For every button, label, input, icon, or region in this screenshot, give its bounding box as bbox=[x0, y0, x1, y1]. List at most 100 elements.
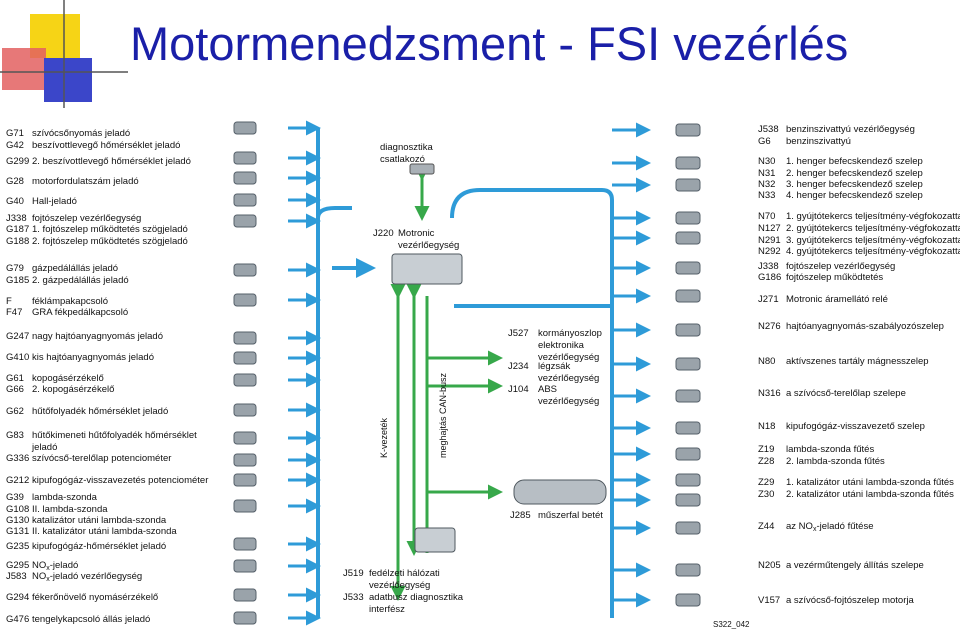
component-code: N32 bbox=[758, 179, 776, 190]
component-description: kipufogógáz-hőmérséklet jeladó bbox=[32, 541, 167, 552]
component-description: 2. lambda-szonda fűtés bbox=[786, 456, 885, 467]
component-description: II. katalizátor utáni lambda-szonda bbox=[32, 526, 177, 537]
component-description: 1. fojtószelep működtetés szögjeladó bbox=[32, 224, 188, 235]
sensor-component-icon bbox=[233, 431, 257, 445]
ecu-desc: Motronic vezérlőegység bbox=[398, 228, 460, 251]
sensor-component-icon bbox=[233, 121, 257, 135]
component-code: N33 bbox=[758, 190, 776, 201]
component-description: fojtószelep működtetés bbox=[786, 272, 884, 283]
component-description: Motronic áramellátó relé bbox=[786, 294, 888, 305]
component-code: V157 bbox=[758, 595, 781, 606]
subscript: x bbox=[46, 576, 50, 583]
component-code: N276 bbox=[758, 321, 781, 332]
component-code: G71 bbox=[6, 128, 24, 139]
deco-red-square bbox=[2, 48, 46, 90]
component-code: J338 bbox=[6, 213, 27, 224]
actuator-component-icon bbox=[675, 261, 701, 275]
sensor-component-icon bbox=[233, 473, 257, 487]
component-description: fojtószelep vezérlőegység bbox=[32, 213, 142, 224]
sensor-component-icon bbox=[233, 373, 257, 387]
component-description: lambda-szonda bbox=[32, 492, 97, 503]
component-description: 2. beszívottlevegő hőmérséklet jeladó bbox=[32, 156, 191, 167]
component-description: féklámpakapcsoló bbox=[32, 296, 109, 307]
sensor-component-icon bbox=[233, 151, 257, 165]
dashboard-code: J285 bbox=[510, 510, 531, 521]
component-code: G186 bbox=[758, 272, 782, 283]
actuator-component-icon bbox=[675, 156, 701, 170]
component-description: NOx-jeladó vezérlőegység bbox=[32, 571, 143, 583]
component-code: G410 bbox=[6, 352, 30, 363]
actuator-component-icon bbox=[675, 421, 701, 435]
actuator-component-icon bbox=[675, 323, 701, 337]
sensor-component-icon bbox=[233, 559, 257, 573]
sensor-component-icon bbox=[233, 611, 257, 625]
component-code: N205 bbox=[758, 560, 781, 571]
component-code: G79 bbox=[6, 263, 24, 274]
sensor-trunk bbox=[316, 128, 352, 618]
component-description: 2. henger befecskendező szelep bbox=[786, 168, 923, 179]
component-description: kopogásérzékelő bbox=[32, 373, 104, 384]
component-code: J583 bbox=[6, 571, 27, 582]
component-description: Hall-jeladó bbox=[32, 196, 77, 207]
component-description: 2. katalizátor utáni lambda-szonda fűtés bbox=[786, 489, 954, 500]
sensor-component-icon bbox=[233, 214, 257, 228]
k-line-label: K-vezeték bbox=[379, 417, 389, 458]
bus-unit-description: ABS vezérlőegység bbox=[538, 384, 600, 407]
component-description: az NOx-jeladó fűtése bbox=[786, 521, 874, 533]
component-description: kipufogógáz-visszavezetés potenciométer bbox=[32, 475, 209, 486]
component-description: motorfordulatszám jeladó bbox=[32, 176, 139, 187]
component-code: Z29 bbox=[758, 477, 775, 488]
subscript: x bbox=[46, 565, 50, 572]
sensor-component-icon bbox=[233, 403, 257, 417]
component-code: G235 bbox=[6, 541, 30, 552]
component-description: aktívszenes tartály mágnesszelep bbox=[786, 356, 929, 367]
sensor-component-icon bbox=[233, 499, 257, 513]
component-description: GRA fékpedálkapcsoló bbox=[32, 307, 129, 318]
slide-title: Motormenedzsment - FSI vezérlés bbox=[130, 17, 849, 70]
sensor-component-icon bbox=[233, 171, 257, 185]
sensor-component-icon bbox=[233, 331, 257, 345]
component-code: G61 bbox=[6, 373, 24, 384]
component-description: a szívócső-fojtószelep motorja bbox=[786, 595, 914, 606]
sensor-component-icon bbox=[233, 351, 257, 365]
bus-unit-code: J104 bbox=[508, 384, 529, 395]
sensor-component-icon bbox=[233, 537, 257, 551]
component-code: G336 bbox=[6, 453, 30, 464]
component-description: 2. gázpedálállás jeladó bbox=[32, 275, 129, 286]
actuator-component-icon bbox=[675, 231, 701, 245]
gateway-icon bbox=[414, 527, 456, 553]
component-description: gázpedálállás jeladó bbox=[32, 263, 119, 274]
gateway-code: J519 bbox=[343, 568, 364, 579]
component-code: G108 bbox=[6, 504, 30, 515]
component-description: fojtószelep vezérlőegység bbox=[786, 261, 896, 272]
actuator-component-icon bbox=[675, 593, 701, 607]
actuator-trunk bbox=[450, 188, 614, 618]
figure-code: S322_042 bbox=[713, 620, 750, 629]
component-code: N291 bbox=[758, 235, 781, 246]
component-description: hűtőkimeneti hűtőfolyadék hőmérséklet je… bbox=[32, 430, 197, 453]
component-description: 4. gyújtótekercs teljesítmény-végfokozat… bbox=[786, 246, 960, 257]
component-code: G40 bbox=[6, 196, 24, 207]
component-description: benzinszivattyú bbox=[786, 136, 851, 147]
component-code: G295 bbox=[6, 560, 30, 571]
actuator-component-icon bbox=[675, 473, 701, 487]
component-description: 2. gyújtótekercs teljesítmény-végfokozat… bbox=[786, 223, 960, 234]
bus-unit-description: kormányoszlop elektronika vezérlőegység bbox=[538, 328, 602, 363]
component-description: nagy hajtóanyagnyomás jeladó bbox=[32, 331, 163, 342]
component-description: II. lambda-szonda bbox=[32, 504, 108, 515]
component-description: katalizátor utáni lambda-szonda bbox=[32, 515, 167, 526]
bus-unit-code: J234 bbox=[508, 361, 529, 372]
diagnostics-connector bbox=[409, 163, 435, 175]
actuator-component-icon bbox=[675, 447, 701, 461]
actuator-component-icon bbox=[675, 521, 701, 535]
sensor-component-icon bbox=[233, 588, 257, 602]
component-description: NOx-jeladó bbox=[32, 560, 79, 572]
component-description: hajtóanyagnyomás-szabályozószelep bbox=[786, 321, 944, 332]
component-code: G294 bbox=[6, 592, 30, 603]
diag-interface-desc: adatbusz diagnosztika interfész bbox=[369, 592, 464, 615]
component-code: G28 bbox=[6, 176, 24, 187]
component-description: 2. kopogásérzékelő bbox=[32, 384, 115, 395]
component-code: G66 bbox=[6, 384, 24, 395]
component-code: Z28 bbox=[758, 456, 775, 467]
component-code: Z19 bbox=[758, 444, 775, 455]
